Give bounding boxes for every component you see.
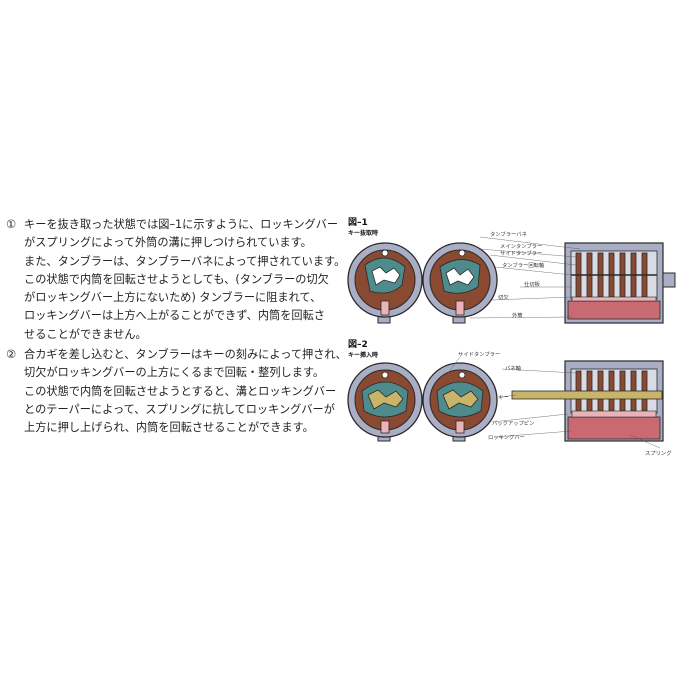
paragraph-2-line: 上方に押し上げられ、内筒を回転させることができます。 [24, 421, 314, 435]
paragraph-2-line: この状態で内筒を回転させようとすると、溝とロッキングバー [24, 384, 337, 398]
paragraph-1-line: この状態で内筒を回転させようとしても、(タンブラーの切欠 [24, 272, 329, 286]
figure-1-subtitle: キー抜取時 [348, 229, 378, 237]
figure-1-title: 図–1 [348, 217, 368, 228]
paragraph-1-line: がスプリングによって外筒の溝に押しつけられています。 [24, 236, 312, 250]
paragraph-1-line: キーを抜き取った状態では図–1に示すように、ロッキングバー [24, 218, 339, 231]
label-key: キー [498, 395, 509, 401]
figure-1-cylinder-front-a [347, 242, 423, 324]
key-blade [511, 390, 663, 400]
label-notch: 切欠 [498, 293, 509, 301]
figure-1-cylinder-front-b [422, 242, 498, 324]
paragraph-2-line: 切欠がロッキングバーの上方にくるまで回転・整列します。 [24, 366, 325, 380]
lock-mechanism-diagram: 図–1 キー抜取時 [347, 217, 676, 457]
label-partition: 仕切板 [524, 280, 541, 288]
paragraph-2-line: 合カギを差し込むと、タンブラーはキーの刻みによって押され、 [24, 348, 347, 361]
figure-1-side-view [564, 242, 676, 324]
label-main-tumbler: メインタンブラー [500, 242, 542, 250]
figure-2-subtitle: キー挿入時 [348, 351, 378, 359]
label-outer-cylinder: 外筒 [512, 311, 523, 319]
label-side-tumbler-1: サイドタンブラー [500, 249, 542, 257]
paragraph-1-line: せることができません。 [24, 327, 147, 341]
label-locking-bar: ロッキングバー [488, 433, 525, 441]
paragraph-1-number: ① [6, 218, 17, 231]
paragraph-2: ② 合カギを差し込むと、タンブラーはキーの刻みによって押され、 切欠がロッキング… [6, 346, 347, 437]
label-spring: スプリング [645, 449, 672, 457]
label-spring-axis: バネ軸 [505, 364, 521, 372]
paragraph-2-number: ② [6, 348, 17, 361]
figure-2-cylinder-front-b [422, 362, 498, 442]
figure-2-side-view [511, 360, 664, 442]
paragraph-1-line: ロッキングバーは上方へ上がることができず、内筒を回転さ [24, 309, 325, 323]
label-tumbler-axis: タンブラー回転軸 [502, 261, 544, 269]
figure-2-title: 図–2 [348, 339, 368, 350]
label-side-tumbler-2: サイドタンブラー [458, 350, 500, 358]
label-tumbler-spring: タンブラーバネ [490, 230, 527, 238]
paragraph-2-line: とのテーパーによって、スプリングに抗してロッキングバーが [24, 402, 335, 416]
paragraph-1-line: また、タンブラーは、タンブラーバネによって押されています。 [24, 254, 346, 268]
paragraph-1: ① キーを抜き取った状態では図–1に示すように、ロッキングバー がスプリングによ… [6, 216, 346, 344]
label-backup-pin: バックアップピン [492, 420, 534, 427]
paragraph-1-line: がロッキングバー上方にないため) タンブラーに阻まれて、 [24, 291, 322, 305]
figure-2-cylinder-front-a [347, 362, 423, 442]
